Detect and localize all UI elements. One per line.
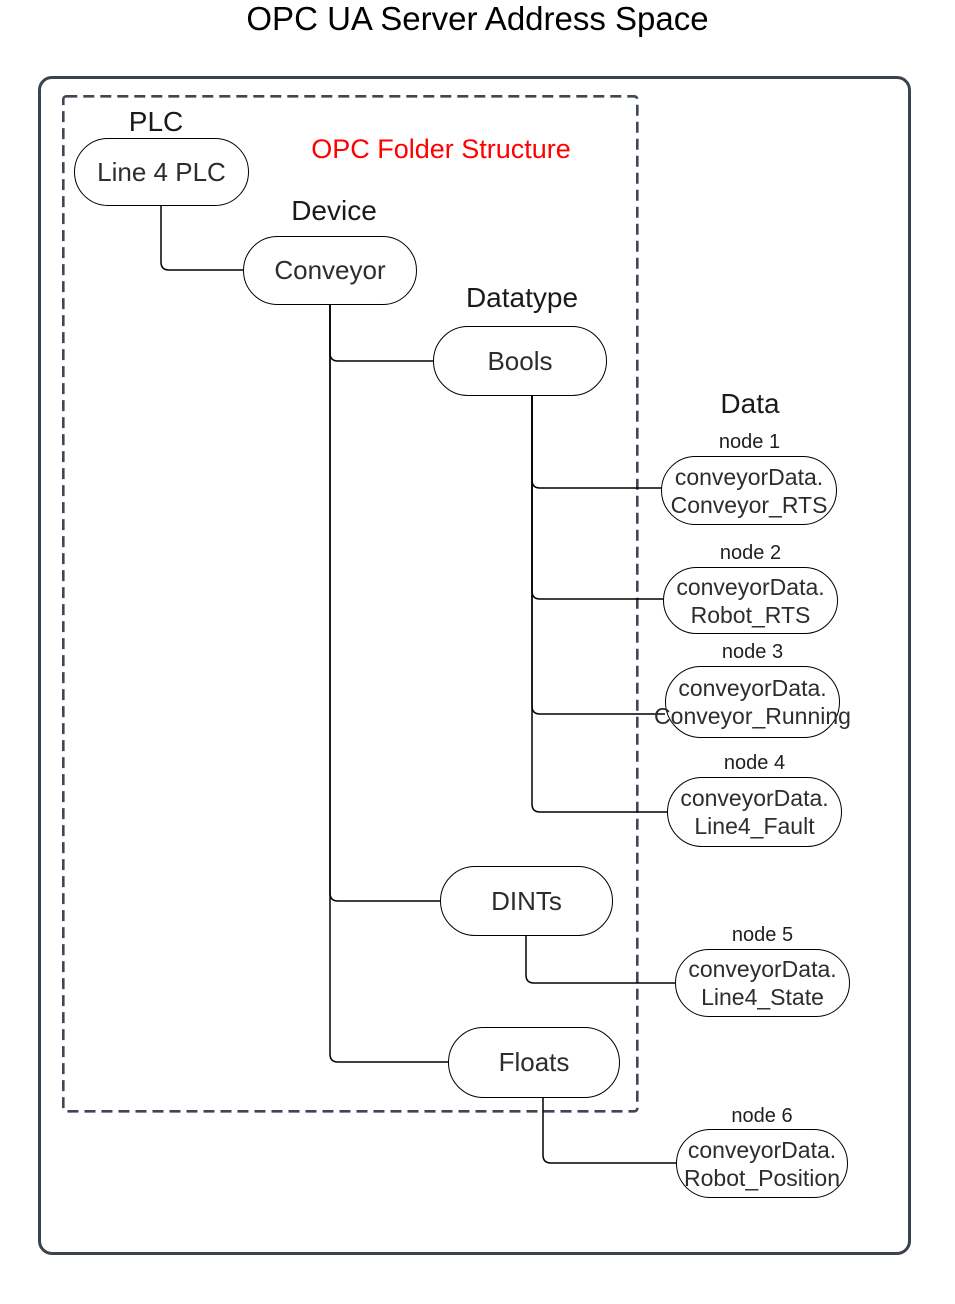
- level-label-datatype: Datatype: [465, 282, 579, 313]
- data-node-oval: conveyorData. Robot_Position: [676, 1129, 848, 1198]
- data-node-text-line2: Conveyor_Running: [654, 703, 851, 729]
- node-floats: Floats: [448, 1027, 620, 1098]
- folder-structure-label: OPC Folder Structure: [311, 134, 571, 164]
- data-node-text-line1: conveyorData.: [687, 1136, 837, 1163]
- data-node-oval: conveyorData. Conveyor_RTS: [661, 456, 837, 525]
- data-node-label: node 2: [719, 542, 782, 564]
- data-node-text-line2: Conveyor_RTS: [670, 491, 828, 518]
- data-node-text-line2: Line4_State: [701, 984, 824, 1010]
- data-node-label: node 4: [723, 752, 786, 774]
- data-node-text-line1: conveyorData.: [676, 573, 825, 600]
- node-line4-plc: Line 4 PLC: [74, 138, 249, 206]
- data-node-oval: conveyorData. Line4_Fault: [667, 777, 842, 847]
- node-dints: DINTs: [440, 866, 613, 936]
- data-node-label: node 5: [731, 924, 794, 946]
- page-title: OPC UA Server Address Space: [246, 0, 709, 37]
- data-node-label: node 1: [718, 431, 781, 453]
- data-node-text-line1: conveyorData.: [674, 463, 824, 490]
- data-node-text-line1: conveyorData.: [680, 785, 829, 811]
- data-node-oval: conveyorData. Conveyor_Running: [654, 666, 851, 738]
- data-node-text-line2: Line4_Fault: [694, 813, 815, 839]
- data-node-label: node 6: [731, 1105, 793, 1127]
- data-node-text-line2: Robot_Position: [684, 1164, 840, 1191]
- data-node-text-line1: conveyorData.: [678, 675, 827, 701]
- server-address-space-frame: [38, 76, 911, 1255]
- data-node-label: node 3: [721, 641, 784, 663]
- node-bools: Bools: [433, 326, 607, 396]
- data-node-oval: conveyorData. Line4_State: [675, 949, 850, 1017]
- level-label-data: Data: [720, 388, 780, 419]
- level-label-plc: PLC: [128, 106, 184, 137]
- data-node-text-line1: conveyorData.: [688, 956, 837, 982]
- node-conveyor: Conveyor: [243, 236, 417, 305]
- data-node-text-line2: Robot_RTS: [690, 601, 811, 628]
- data-node-oval: conveyorData. Robot_RTS: [663, 567, 838, 634]
- level-label-device: Device: [291, 195, 377, 226]
